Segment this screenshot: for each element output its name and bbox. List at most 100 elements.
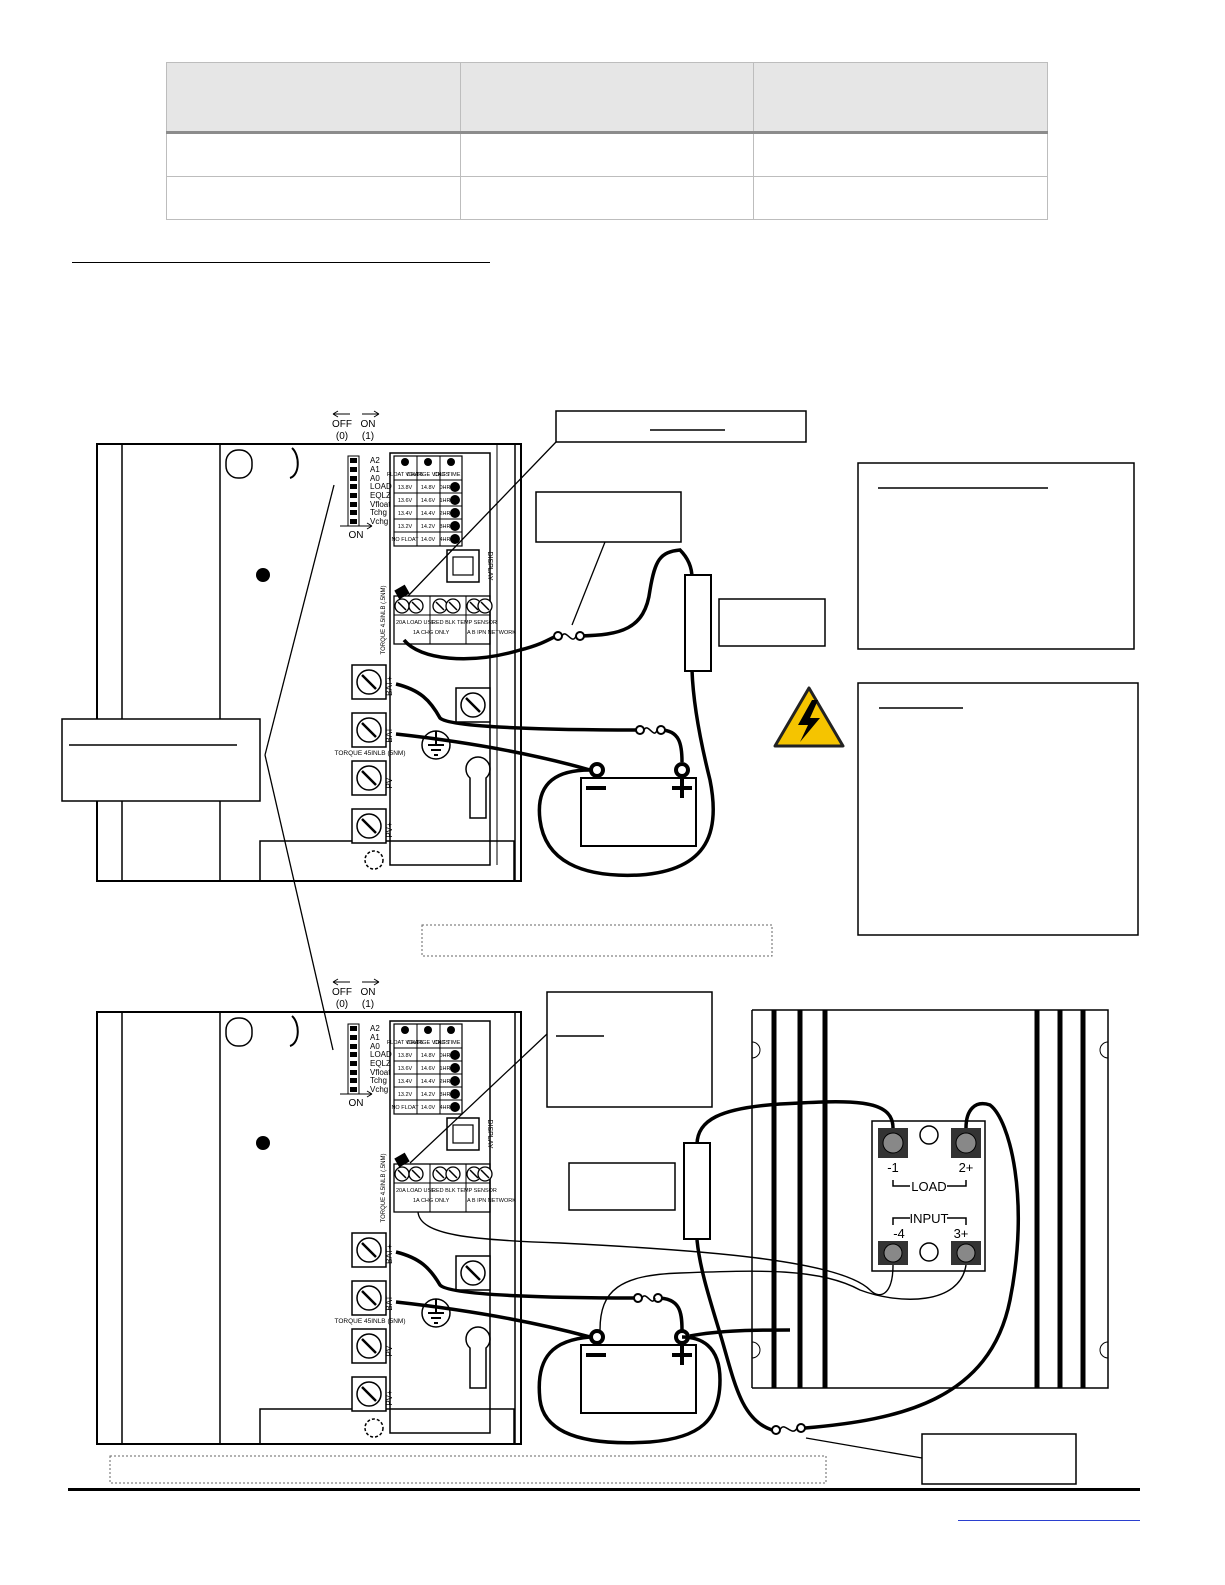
top-settings-grid: [393, 455, 463, 547]
switch-label: A1: [370, 1033, 380, 1042]
caption-box: [421, 924, 773, 957]
ground-icon: [421, 730, 451, 760]
bat-neg-label: BAT-: [385, 725, 394, 743]
grid-cell: 14.0V: [421, 1105, 436, 1111]
bottom-display-jack: DISPLAY: [446, 1117, 493, 1151]
grid-cell: FLOAT VOLTS: [387, 472, 424, 478]
grid-cell: FLOAT VOLTS: [387, 1040, 424, 1046]
bat-pos-terminal: [350, 663, 388, 701]
table-header-row: [166, 62, 1048, 134]
relay-terminal-label: -4: [893, 1226, 905, 1241]
pv-neg-label: PV-: [385, 775, 394, 788]
switch-label: Vchg: [370, 517, 388, 526]
terminal-label: 20A LOAD USE: [396, 1188, 435, 1194]
terminal-label: RED BLK TEMP SENSOR: [432, 1188, 497, 1194]
grid-cell: 14.6V: [421, 1066, 436, 1072]
table-cell: [459, 176, 755, 220]
grid-cell: CHARGE VOLTS: [407, 472, 450, 478]
table-header-cell: [753, 62, 1048, 134]
bottom-settings-grid: [393, 1023, 463, 1115]
terminal-label: 1A CHG ONLY: [413, 1198, 450, 1204]
display-label: DISPLAY: [486, 1119, 493, 1148]
switch-label: A1: [370, 465, 380, 474]
table-header-cell: [166, 62, 461, 134]
table-header-cell: [459, 62, 755, 134]
switch-label: A0: [370, 1042, 380, 1051]
grid-cell: NO FLOAT: [391, 537, 419, 543]
torque-small-label: TORQUE 4.5INLB (.5NM): [381, 1154, 387, 1223]
grid-cell: 4HR: [439, 1105, 450, 1111]
top-fuses: [553, 574, 712, 735]
switch-label: Tchg: [370, 1076, 387, 1085]
grid-cell: 13.8V: [398, 485, 413, 491]
grid-cell: 3HR: [439, 1092, 450, 1098]
grid-cell: 2HR: [439, 511, 450, 517]
pv-pos-label: PV+: [385, 1390, 394, 1406]
bottom-terminal-labels: 20A LOAD USE 1A CHG ONLY RED BLK TEMP SE…: [396, 1188, 516, 1204]
grid-cell: CHG TIME: [434, 472, 461, 478]
grid-cell: 1HR: [439, 498, 450, 504]
relay-heatsink: [751, 1009, 1109, 1389]
relay-labels: -1 2+ LOAD INPUT -4 3+: [887, 1160, 973, 1241]
top-display-jack: DISPLAY: [446, 549, 493, 583]
torque-big-label: TORQUE 45INLB (5NM): [334, 1318, 405, 1325]
callout-box: [555, 410, 807, 443]
relay-terminal-label: -1: [887, 1160, 899, 1175]
grid-cell: 13.8V: [398, 1053, 413, 1059]
grid-cell: CHARGE VOLTS: [407, 1040, 450, 1046]
grid-cell: 14.6V: [421, 498, 436, 504]
grid-cell: 3HR: [439, 524, 450, 530]
top-leader-lines: [264, 441, 606, 1051]
top-switch-label-group: A2 A1 A0 LOAD EQLZ Vfloat Tchg Vchg: [370, 456, 392, 526]
grid-cell: 14.2V: [421, 524, 436, 530]
table-cell: [166, 176, 461, 220]
footer-link-underline[interactable]: [958, 1520, 1140, 1521]
top-controller-enclosure: [96, 443, 522, 882]
pv-neg-terminal: [350, 1327, 388, 1365]
torque-small-label: TORQUE 4.5INLB (.5NM): [381, 586, 387, 655]
bottom-fuses: [633, 1142, 806, 1435]
off-label: OFF: [332, 987, 352, 998]
off-sub-label: (0): [336, 431, 348, 442]
switch-label: A2: [370, 1024, 380, 1033]
bat-pos-label: BAT+: [385, 676, 394, 696]
relay-load-label: LOAD: [911, 1179, 946, 1194]
bottom-grid-text: FLOAT VOLTS CHARGE VOLTS CHG TIME 13.8V …: [387, 1040, 461, 1111]
bottom-switch-label-group: A2 A1 A0 LOAD EQLZ Vfloat Tchg Vchg: [370, 1024, 392, 1094]
table-cell: [753, 132, 1048, 177]
warning-box: [857, 682, 1139, 936]
caption-box: [109, 1455, 827, 1484]
callout-box: [535, 491, 682, 543]
grid-cell: 14.8V: [421, 485, 436, 491]
callout-box: [61, 718, 261, 802]
top-terminal-strip: [393, 584, 493, 645]
on-sub-label: (1): [362, 431, 374, 442]
callout-box: [546, 991, 713, 1108]
grid-cell: 13.2V: [398, 524, 413, 530]
pv-neg-label: PV-: [385, 1343, 394, 1356]
grid-cell: 14.4V: [421, 511, 436, 517]
bottom-controller-enclosure: [96, 1011, 522, 1445]
on-label: ON: [361, 987, 376, 998]
ground-screw: [454, 686, 492, 724]
top-wires: [395, 548, 715, 878]
relay-input-label: INPUT: [910, 1211, 949, 1226]
section-heading-underline: [72, 262, 490, 263]
switch-label: Vchg: [370, 1085, 388, 1094]
torque-big-label: TORQUE 45INLB (5NM): [334, 750, 405, 757]
bottom-dip-switches: [347, 1023, 360, 1095]
bottom-battery: [580, 1329, 697, 1414]
bottom-wires: [395, 1100, 1020, 1445]
grid-cell: 13.4V: [398, 511, 413, 517]
switch-label: Vfloat: [370, 1068, 391, 1077]
top-callouts: [61, 410, 1139, 936]
bottom-callouts: [546, 991, 1077, 1485]
pv-pos-label: PV+: [385, 822, 394, 838]
bat-neg-terminal: [350, 1279, 388, 1317]
bat-pos-label: BAT+: [385, 1244, 394, 1264]
grid-cell: 0HR: [439, 1053, 450, 1059]
pv-pos-terminal: [350, 807, 388, 845]
spec-table: [166, 62, 1048, 220]
on-sub-label: (1): [362, 999, 374, 1010]
grid-cell: CHG TIME: [434, 1040, 461, 1046]
